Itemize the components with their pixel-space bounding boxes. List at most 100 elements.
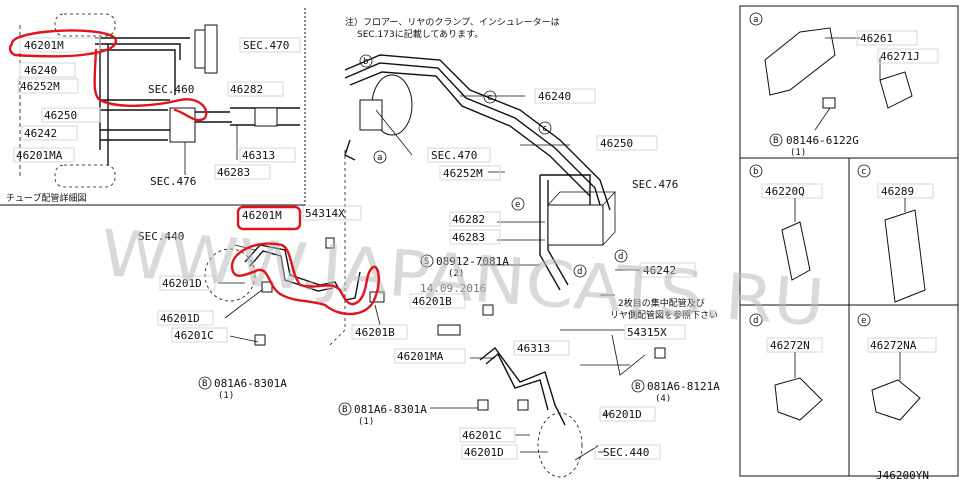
bolt-symbol-letter: B [342, 405, 347, 415]
label-081A6-8301A-front: 081A6-8301A [214, 377, 287, 390]
panel-c-letter: c [861, 167, 866, 177]
detail-label-sec476: SEC.476 [150, 175, 196, 188]
label-46242: 46242 [643, 264, 676, 277]
panel-e-letter: e [861, 316, 866, 326]
bolt-symbol-icon [198, 376, 212, 390]
panel-a-bolt-symbol: B [773, 136, 778, 146]
label-46201D-rear-upper: 46201D [602, 408, 642, 421]
bolt-symbol-icon [631, 379, 645, 393]
panel-a-bolt-qty: (1) [790, 148, 806, 158]
label-54314X: 54314X [305, 207, 345, 220]
brake-booster-icon [204, 24, 218, 74]
callout-a: a [377, 153, 382, 163]
panel-a-bolt-icon [822, 97, 836, 109]
label-46201M: 46201M [242, 209, 282, 222]
callout-b: b [363, 57, 368, 67]
label-sec476: SEC.476 [632, 178, 678, 191]
detail-label-46201M: 46201M [24, 39, 64, 52]
wheel-outline-rear [54, 164, 116, 188]
screw-symbol-icon [420, 254, 434, 268]
date-stamp: 14.09.2016 [420, 282, 486, 295]
label-081A6-8121A-qty: (4) [655, 394, 671, 404]
diagram-code: J46200YN [876, 469, 929, 482]
detail-title: チューブ配管詳細図 [6, 192, 86, 204]
detail-label-46242: 46242 [24, 127, 57, 140]
panel-a-letter: a [753, 15, 758, 25]
red-annotations [8, 29, 380, 316]
callout-d: d [618, 252, 623, 262]
panel-a-part-46261: 46261 [860, 32, 893, 45]
detail-label-46282: 46282 [230, 83, 263, 96]
panel-d-clip-icon [774, 377, 823, 421]
detail-label-46201MA: 46201MA [16, 149, 63, 162]
label-08912-7081A: 08912-7081A [436, 255, 509, 268]
red-trace-detail-tube [93, 48, 208, 122]
label-46283: 46283 [452, 231, 485, 244]
detail-label-46250: 46250 [44, 109, 77, 122]
panel-b-clamp-icon [781, 221, 811, 281]
panel-a-part-46271J: 46271J [880, 50, 920, 63]
red-box-46201M [236, 205, 302, 231]
wheel-outline-front [54, 13, 116, 37]
panel-b-letter: b [753, 167, 758, 177]
label-46250: 46250 [600, 137, 633, 150]
label-081A6-8301A-rear-qty: (1) [358, 417, 374, 427]
label-46201D-front-lower: 46201D [160, 312, 200, 325]
panel-a-bracket-icon [764, 27, 836, 96]
detail-label-sec460: SEC.460 [148, 83, 194, 96]
rear-brake-outline [537, 412, 583, 478]
label-46240: 46240 [538, 90, 571, 103]
bolt-icon [654, 347, 666, 359]
callout-e: e [515, 200, 520, 210]
abs-actuator-main-icon [547, 204, 604, 246]
callout-c: c [487, 93, 492, 103]
bolt-icon [254, 334, 266, 346]
detail-label-46283: 46283 [217, 166, 250, 179]
red-trace-front-hose [230, 242, 380, 316]
label-sec440-front: SEC.440 [138, 230, 184, 243]
junction-block-icon [254, 107, 278, 127]
note2-line-2: リヤ側配管図を参照下さい [610, 309, 718, 321]
bolt-icon [517, 399, 529, 411]
main-assembly: 46240 46250 SEC.470 46252M SEC.476 46282… [138, 54, 720, 478]
panel-b-part-46220Q: 46220Q [765, 185, 805, 198]
label-46201B-lower: 46201B [355, 326, 395, 339]
callout-c: c [542, 124, 547, 134]
bolt-symbol-letter: B [635, 382, 640, 392]
callout-d: d [577, 267, 582, 277]
panel-c-clamp-icon [884, 209, 926, 303]
panel-e-part-46272NA: 46272NA [870, 339, 917, 352]
panel-a-clip-icon [879, 71, 913, 109]
label-46282: 46282 [452, 213, 485, 226]
detail-label-46252M: 46252M [20, 80, 60, 93]
panel-d-letter: d [753, 316, 758, 326]
label-46252M: 46252M [443, 167, 483, 180]
label-sec440-rear: SEC.440 [603, 446, 649, 459]
bolt-icon [482, 304, 494, 316]
detail-label-46240: 46240 [24, 64, 57, 77]
label-46201D-front-upper: 46201D [162, 277, 202, 290]
screw-symbol-letter: S [424, 257, 429, 267]
label-46201D-rear-lower: 46201D [464, 446, 504, 459]
label-sec470: SEC.470 [431, 149, 477, 162]
label-46313: 46313 [517, 342, 550, 355]
red-circle-detail-46201M [8, 29, 118, 58]
bolt-icon [261, 281, 273, 293]
note-line-2: SEC.173に記載してあります。 [357, 28, 483, 40]
label-54315X: 54315X [627, 326, 667, 339]
bolt-symbol-letter: B [202, 379, 207, 389]
note-line-1: 注）フロアー、リヤのクランプ、インシュレーターは [345, 16, 560, 28]
front-left-brake-outline [204, 248, 256, 302]
panel-d-part-46272N: 46272N [770, 339, 810, 352]
label-081A6-8121A: 081A6-8121A [647, 380, 720, 393]
label-46201MA: 46201MA [397, 350, 444, 363]
panel-a-bolt-part: 08146-6122G [786, 134, 859, 147]
label-46201C-front: 46201C [174, 329, 214, 342]
label-46201B-upper: 46201B [412, 295, 452, 308]
label-08912-qty: (2) [448, 269, 464, 279]
bolt-icon [477, 399, 489, 411]
right-panels: a 46261 46271J B 08146-6122G (1) b 46220… [739, 5, 959, 477]
label-081A6-8301A-rear: 081A6-8301A [354, 403, 427, 416]
label-46201C-rear: 46201C [462, 429, 502, 442]
